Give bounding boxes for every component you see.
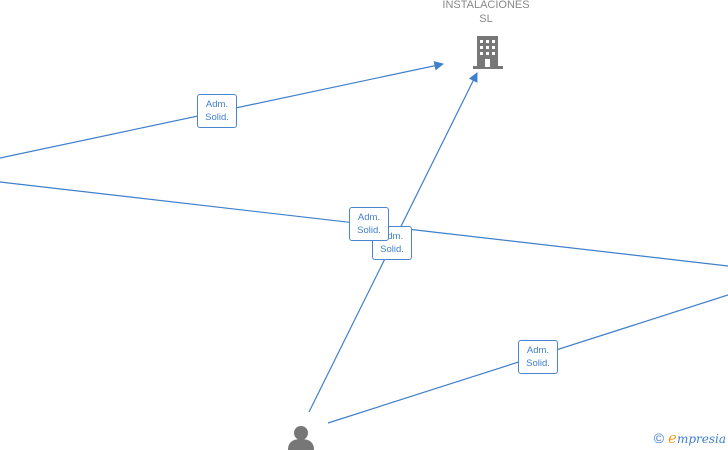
relation-label[interactable]: Adm. Solid. bbox=[518, 340, 558, 374]
building-icon[interactable] bbox=[471, 34, 505, 70]
copyright-symbol: © bbox=[653, 430, 665, 446]
relation-label[interactable]: Adm. Solid. bbox=[349, 207, 389, 241]
person-icon[interactable] bbox=[286, 425, 316, 450]
brand-name: mpresia bbox=[676, 431, 726, 446]
brand-initial: e bbox=[668, 428, 677, 447]
relation-label[interactable]: Adm. Solid. bbox=[197, 94, 237, 128]
empresia-logo[interactable]: © empresia bbox=[654, 429, 726, 447]
company-name: INSTALACIONES SL bbox=[442, 0, 530, 25]
